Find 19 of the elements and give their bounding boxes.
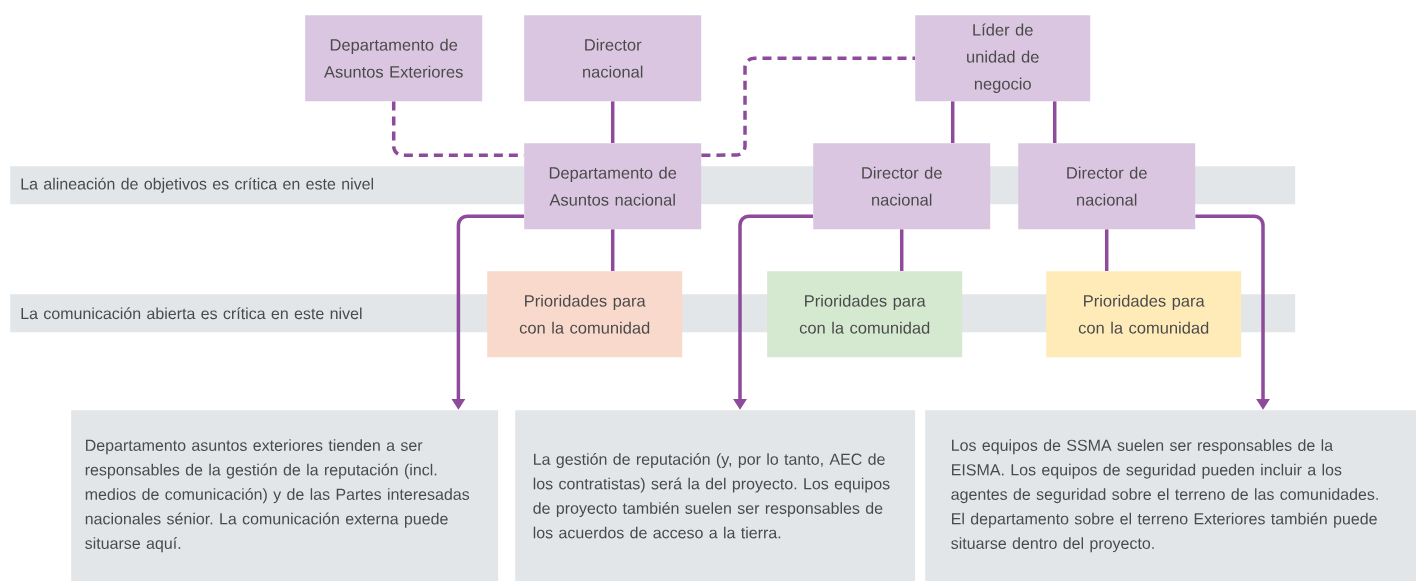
priority-box: Prioridades para con la comunidad <box>767 271 963 358</box>
connector <box>899 229 904 271</box>
org-box: Director nacional <box>524 15 702 102</box>
org-box: Director de nacional <box>1018 143 1196 230</box>
connector <box>610 229 615 271</box>
org-box: Director de nacional <box>813 143 991 230</box>
org-box: Departamento de Asuntos nacional <box>524 143 702 230</box>
org-box: Departamento de Asuntos Exteriores <box>305 15 483 102</box>
connector <box>1052 101 1057 143</box>
connector <box>610 101 615 143</box>
note-box: Los equipos de SSMA suelen ser responsables de la EISMA. Los equipos de seguridad pueden incluir a los agentes de seguridad sobre el terreno de las comunidades. El departamento sobre el terreno Exteriores también puede situarse dentro del proyecto. <box>925 410 1416 581</box>
connector <box>1104 229 1109 271</box>
connector <box>950 101 955 143</box>
note-box: Departamento asuntos exteriores tienden a ser responsables de la gestión de la reputación (incl. medios de comunicación) y de las Partes interesadas nacionales sénior. La comunicación externa puede situarse aquí. <box>71 410 499 581</box>
org-box: Líder de unidad de negocio <box>915 15 1091 102</box>
priority-box: Prioridades para con la comunidad <box>1046 271 1242 358</box>
note-box: La gestión de reputación (y, por lo tanto, AEC de los contratistas) será la del proyecto. Los equipos de proyecto también suelen ser responsables de los acuerdos de acceso a la tierra. <box>515 410 916 581</box>
dashed-connector <box>701 56 915 157</box>
priority-box: Prioridades para con la comunidad <box>487 271 683 358</box>
